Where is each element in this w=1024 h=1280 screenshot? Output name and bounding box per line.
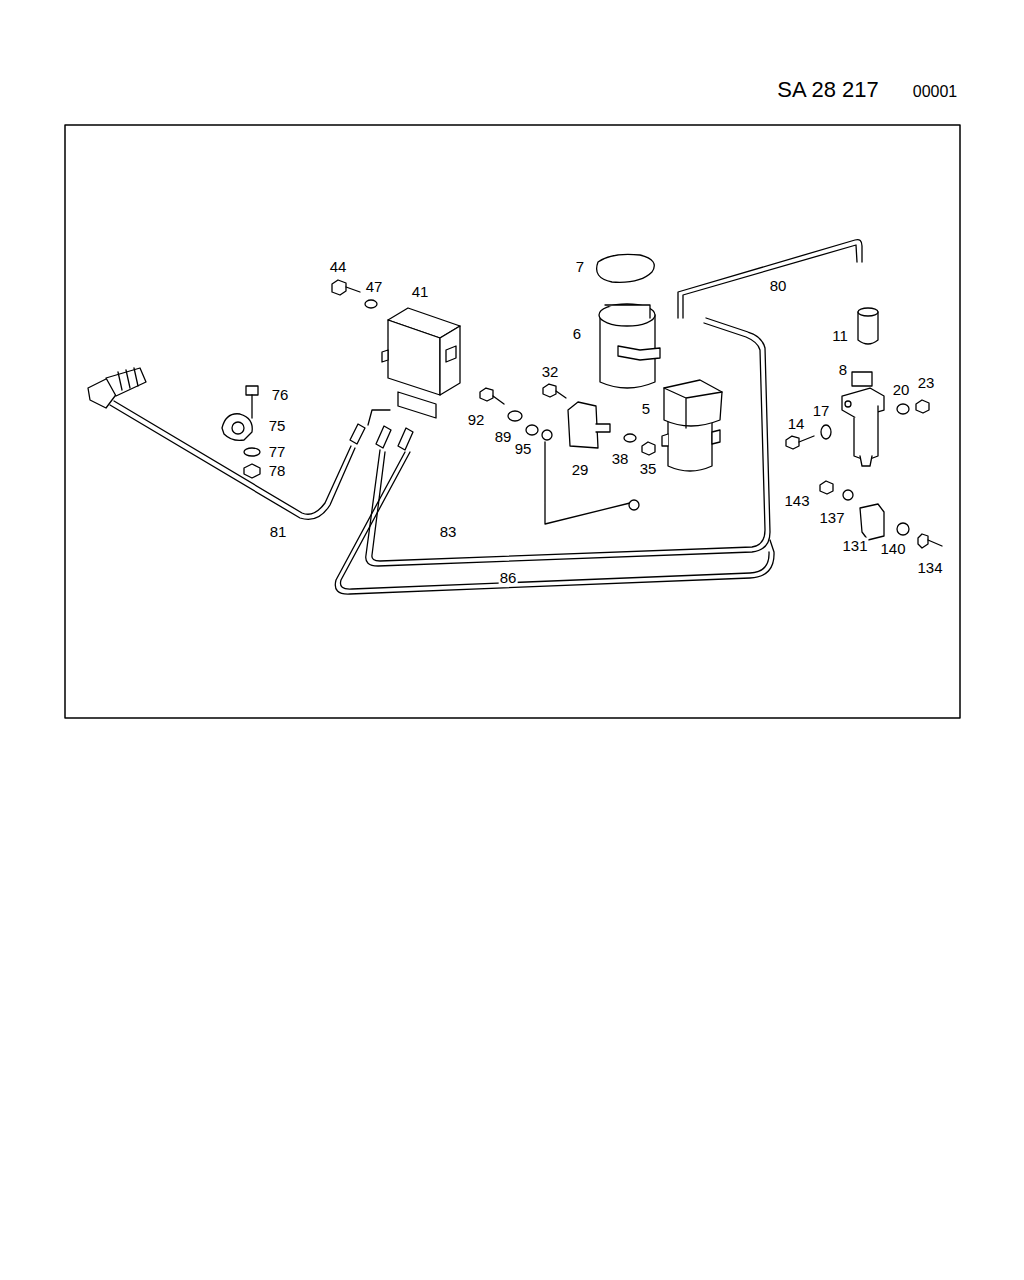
- small-hardware: [480, 384, 655, 510]
- callout-number: 44: [329, 259, 348, 274]
- callout-number: 131: [841, 538, 868, 553]
- coil-cap: [597, 254, 655, 282]
- callout-number: 5: [641, 401, 651, 416]
- wires: [110, 240, 862, 594]
- callout-number: 8: [838, 362, 848, 377]
- callout-number: 6: [572, 326, 582, 341]
- callout-number: 77: [268, 444, 287, 459]
- clamp-set: [222, 386, 260, 478]
- plug: [88, 368, 146, 408]
- callout-number: 95: [514, 441, 533, 456]
- callout-number: 81: [269, 524, 288, 539]
- callout-number: 41: [411, 284, 430, 299]
- sensor: [842, 372, 884, 466]
- plug-cap: [858, 308, 878, 344]
- callout-number: 143: [783, 493, 810, 508]
- callout-number: 11: [831, 328, 849, 343]
- callout-number: 32: [541, 364, 560, 379]
- callout-number: 80: [769, 278, 788, 293]
- callout-number: 134: [916, 560, 943, 575]
- callout-number: 89: [494, 429, 513, 444]
- callout-number: 35: [639, 461, 658, 476]
- sheet-code: SA 28 217: [776, 79, 880, 101]
- callout-number: 29: [571, 462, 590, 477]
- ignition-coil: [662, 380, 722, 471]
- ignition-coil: [599, 304, 660, 388]
- callout-number: 137: [818, 510, 845, 525]
- callout-number: 20: [892, 382, 911, 397]
- callout-number: 86: [499, 570, 518, 585]
- callout-number: 17: [812, 403, 831, 418]
- callout-number: 83: [439, 524, 458, 539]
- connector-tips: [350, 424, 413, 450]
- callout-number: 75: [268, 418, 287, 433]
- callout-number: 92: [467, 412, 486, 427]
- callout-number: 14: [787, 416, 806, 431]
- callout-number: 76: [271, 387, 290, 402]
- callout-number: 140: [879, 541, 906, 556]
- callout-number: 78: [268, 463, 287, 478]
- sensor-hardware: [786, 400, 929, 449]
- callout-number: 38: [611, 451, 630, 466]
- callout-number: 23: [917, 375, 936, 390]
- control-module: [368, 308, 460, 425]
- frame: [65, 125, 960, 718]
- sheet-code: 00001: [912, 84, 959, 100]
- resistor-block: [568, 402, 610, 448]
- callout-number: 7: [575, 259, 585, 274]
- callout-number: 47: [365, 279, 384, 294]
